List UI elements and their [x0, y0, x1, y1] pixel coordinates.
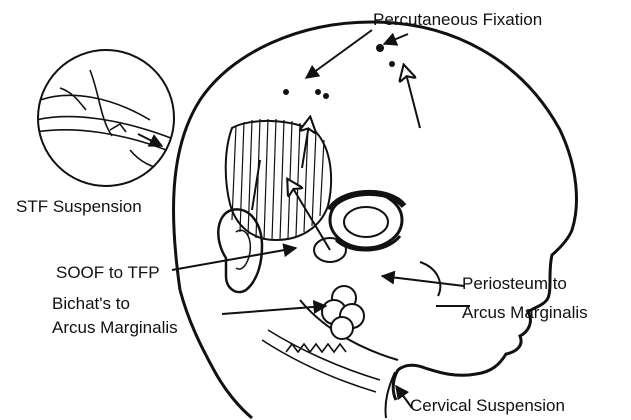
stf-detail-inset [36, 50, 176, 186]
fixation-points [283, 44, 395, 99]
nasolabial-line [420, 262, 440, 296]
temporal-hatching [226, 119, 331, 240]
label-bichats-line2: Arcus Marginalis [52, 318, 178, 338]
label-stf-suspension: STF Suspension [16, 197, 142, 217]
label-periosteum-line1: Periosteum to [462, 274, 567, 294]
label-percutaneous-fixation: Percutaneous Fixation [373, 10, 542, 30]
label-bichats-line1: Bichat's to [52, 294, 130, 314]
neck-platysma [262, 330, 380, 392]
bichat-fat-pad [322, 286, 364, 339]
label-soof-to-tfp: SOOF to TFP [56, 263, 160, 283]
suspension-vectors [252, 66, 420, 250]
head-outline [173, 22, 576, 400]
leader-lines [172, 30, 464, 408]
label-cervical-suspension: Cervical Suspension [410, 396, 565, 416]
neck-back [180, 290, 252, 418]
label-periosteum-line2: Arcus Marginalis [462, 303, 588, 323]
